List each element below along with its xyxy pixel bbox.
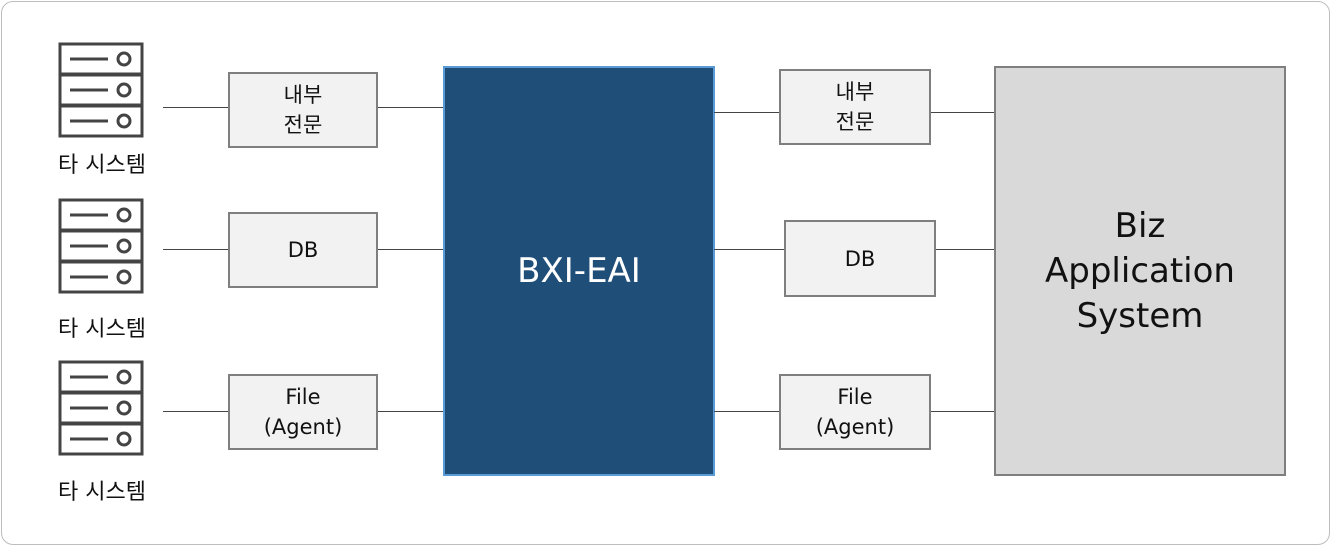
connector-line <box>929 411 995 412</box>
right-channel-internal-message: 내부 전문 <box>779 69 931 145</box>
server-rack-icon <box>58 42 144 138</box>
right-channel-file-agent: File (Agent) <box>779 374 931 450</box>
connector-line <box>163 107 229 108</box>
server-rack-icon <box>58 198 144 294</box>
connector-line <box>163 249 229 250</box>
connector-line <box>377 107 444 108</box>
connector-line <box>929 112 995 113</box>
system-label: 타 시스템 <box>58 317 146 342</box>
server-rack-icon <box>58 360 144 456</box>
system-label: 타 시스템 <box>58 153 146 178</box>
biz-application-system: Biz Application System <box>994 66 1286 476</box>
connector-line <box>714 112 780 113</box>
connector-line <box>714 411 780 412</box>
connector-line <box>377 249 444 250</box>
connector-line <box>714 249 785 250</box>
connector-line <box>934 249 995 250</box>
left-channel-db: DB <box>228 212 378 288</box>
left-channel-file-agent: File (Agent) <box>228 374 378 450</box>
bxi-eai-hub: BXI-EAI <box>443 66 715 476</box>
system-label: 타 시스템 <box>58 480 146 505</box>
right-channel-db: DB <box>784 220 936 297</box>
connector-line <box>377 411 444 412</box>
left-channel-internal-message: 내부 전문 <box>228 72 378 148</box>
connector-line <box>163 411 229 412</box>
